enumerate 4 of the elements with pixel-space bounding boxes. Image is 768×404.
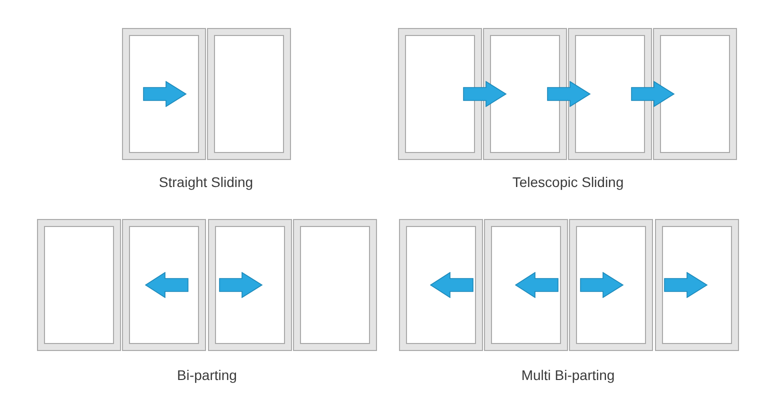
caption: Multi Bi-parting [521, 366, 615, 385]
caption: Straight Sliding [158, 173, 254, 192]
caption: Telescopic Sliding [512, 173, 624, 192]
caption: Bi-parting [177, 366, 237, 385]
